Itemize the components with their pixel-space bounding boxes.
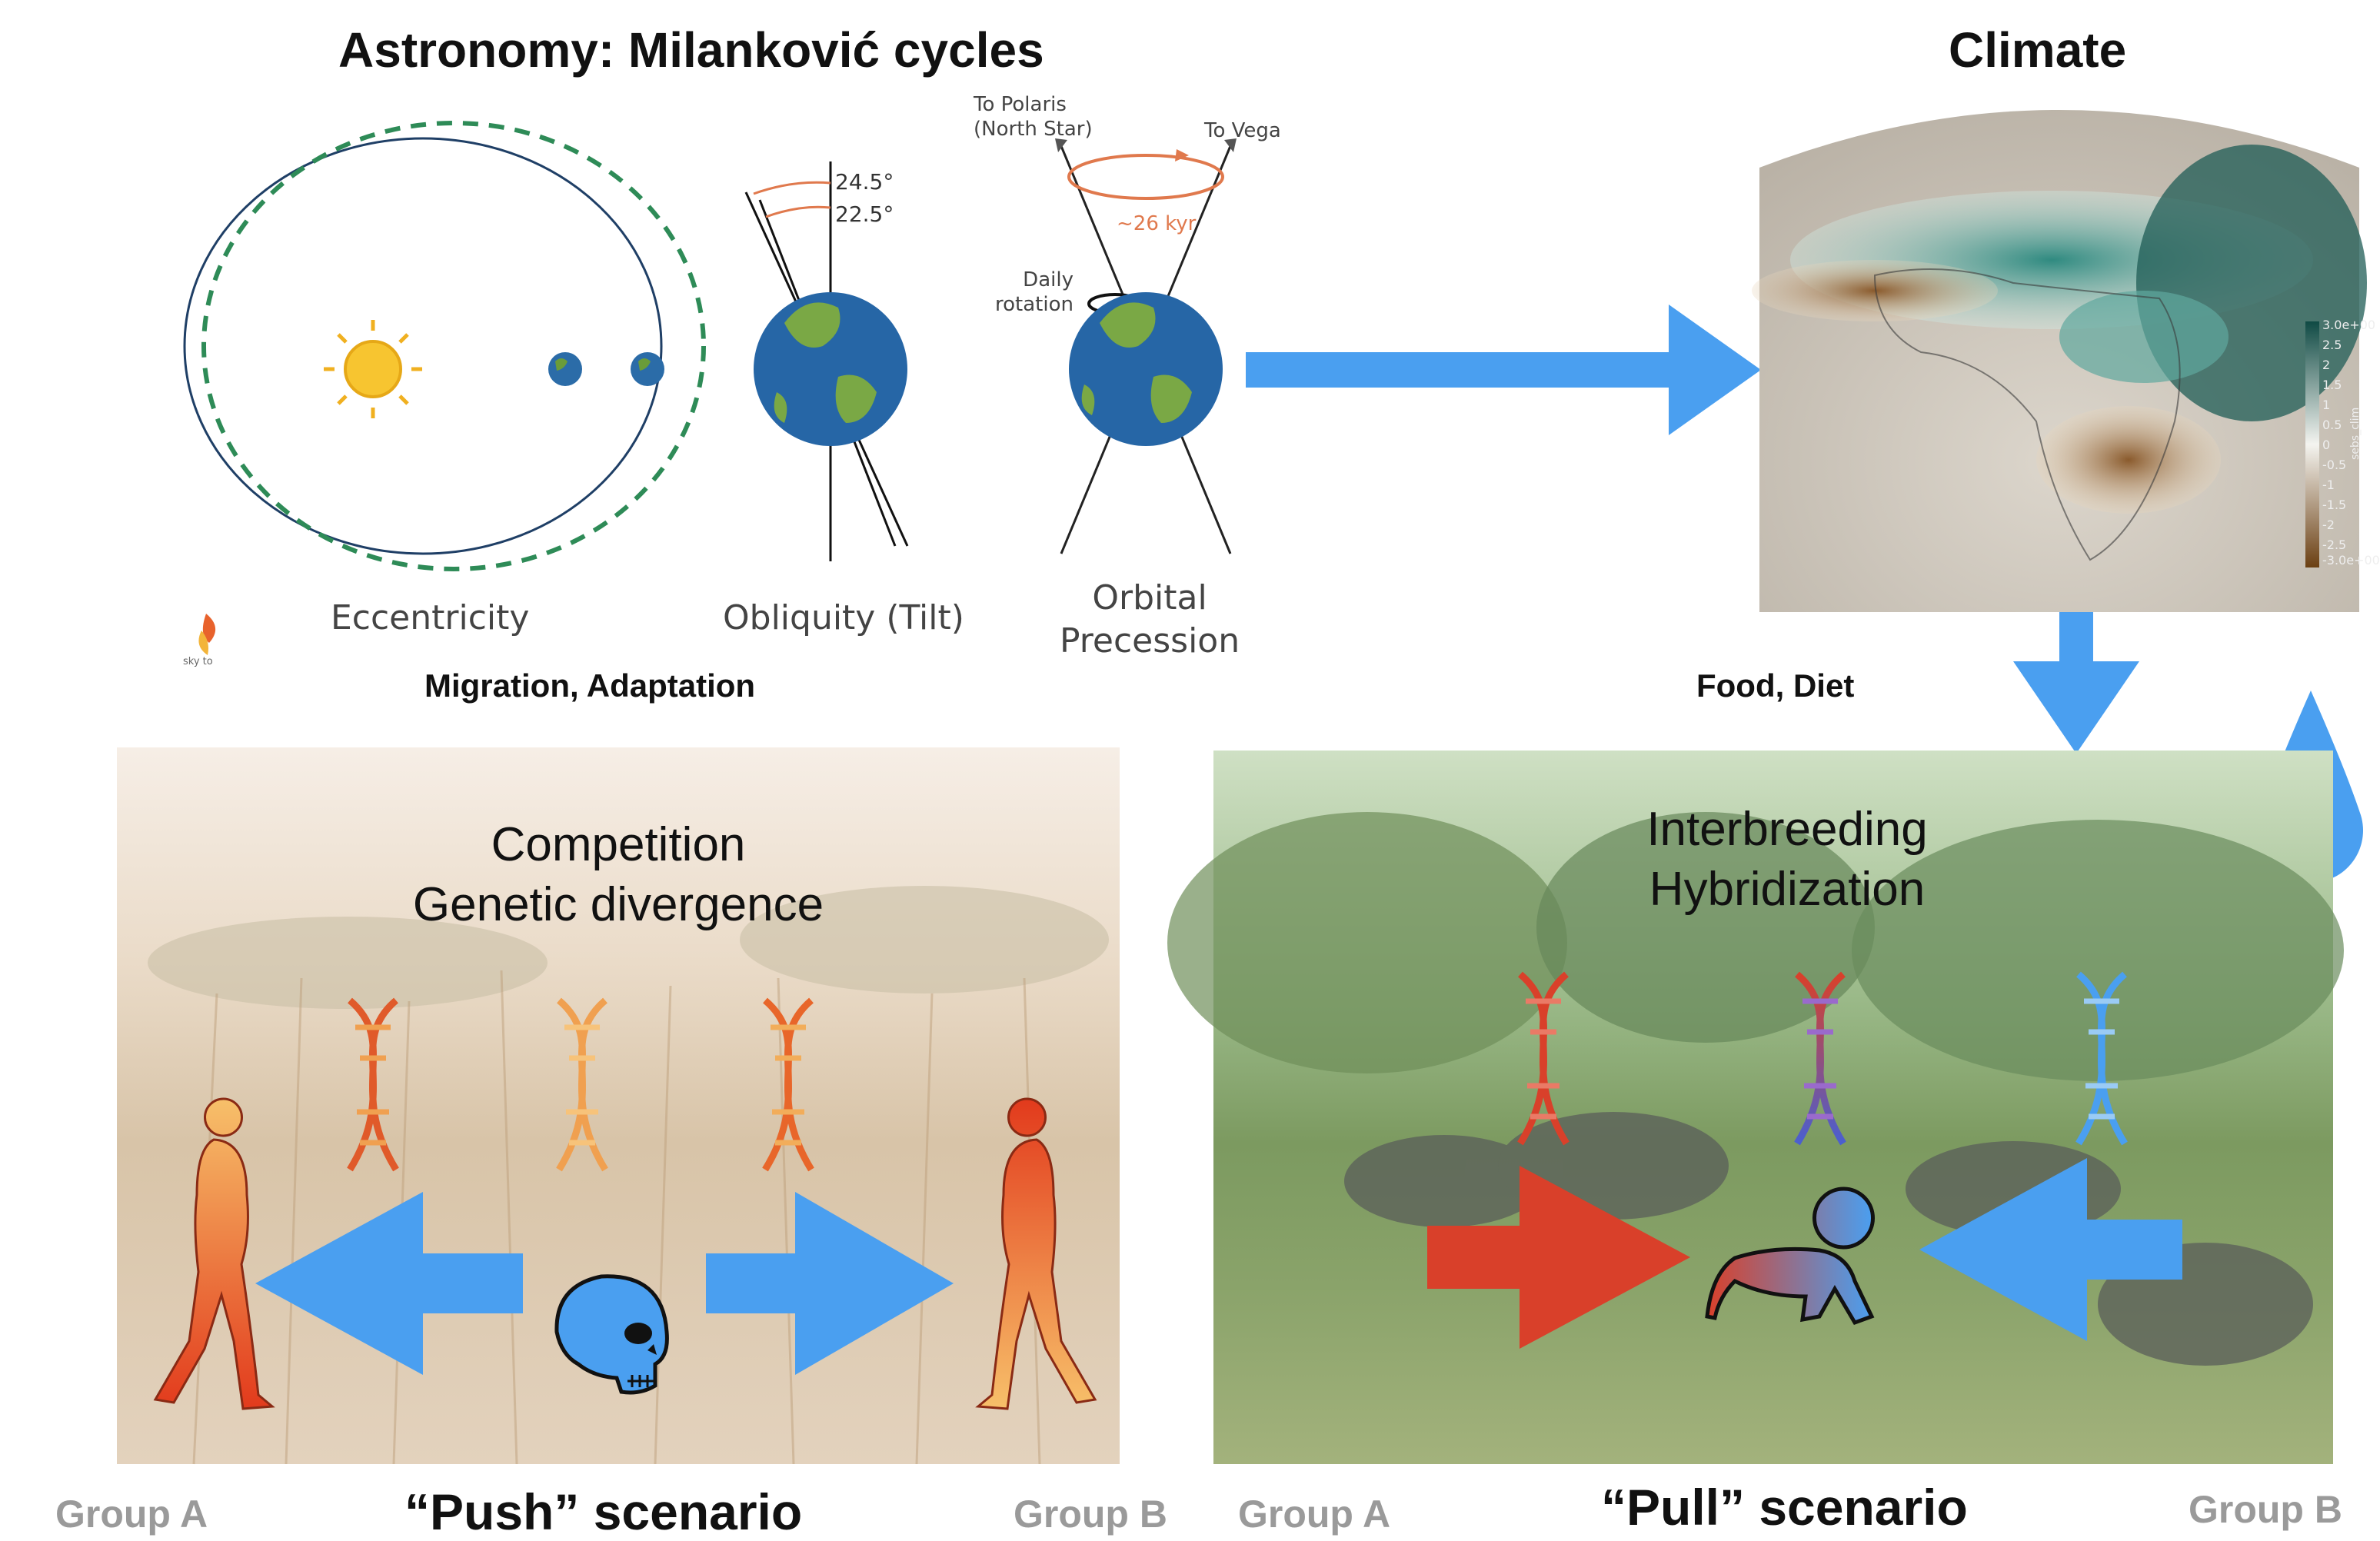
pull-scene-background [1167, 751, 2344, 1464]
precession-label: Orbital Precession [1060, 577, 1240, 663]
arrow-push-right [706, 1192, 954, 1375]
svg-text:sky to: sky to [183, 656, 213, 667]
skyto-logo: sky to [183, 614, 216, 667]
precession-line2: Precession [1060, 621, 1240, 661]
pull-scenario-title: “Pull” scenario [1601, 1479, 1968, 1536]
vega-label: To Vega [1204, 119, 1281, 142]
arrow-climate-down [2013, 612, 2139, 754]
baby-icon [1705, 1187, 1875, 1326]
arrow-astronomy-to-climate [1246, 305, 1761, 435]
legend-tick: 3.0e+00 [2322, 318, 2376, 332]
legend-tick: 0.5 [2322, 418, 2342, 432]
push-group-a-label: Group A [55, 1493, 208, 1536]
dna-icon [556, 997, 608, 1172]
eccentricity-diagram [183, 121, 706, 571]
legend-tick: 1 [2322, 398, 2331, 412]
angle-high-label: 24.5° [835, 169, 894, 195]
daily-line1: Daily [1023, 268, 1073, 291]
eccentricity-label: Eccentricity [331, 598, 530, 637]
dna-icon [1794, 971, 1846, 1146]
sun-icon [324, 320, 422, 418]
earth-icon-precession [1069, 292, 1223, 446]
dna-icon [762, 997, 814, 1172]
woman-figure-group-b [975, 1097, 1097, 1410]
precession-diagram [1055, 138, 1237, 554]
arrow-pull-red [1427, 1166, 1690, 1349]
push-scenario-title: “Push” scenario [404, 1483, 803, 1540]
legend-tick: 2 [2322, 358, 2331, 372]
pull-group-a-label: Group A [1238, 1493, 1391, 1536]
climate-legend-ticks: 3.0e+00 2.5 2 1.5 1 0.5 0 -0.5 -1 -1.5 -… [2322, 318, 2380, 567]
daily-rotation-label: Daily rotation [995, 268, 1073, 317]
daily-line2: rotation [995, 293, 1073, 316]
push-group-b-label: Group B [1014, 1493, 1167, 1536]
pull-group-b-label: Group B [2189, 1488, 2342, 1531]
divergence-label: Genetic divergence [412, 878, 824, 931]
earth-icon-perihelion [548, 352, 582, 386]
legend-tick: 2.5 [2322, 338, 2342, 352]
climate-title: Climate [1949, 22, 2127, 78]
pull-text-block: Interbreeding Hybridization [1556, 800, 2018, 920]
push-text-block: Competition Genetic divergence [388, 815, 849, 935]
angle-arc-high [753, 181, 831, 195]
obliquity-label: Obliquity (Tilt) [723, 598, 964, 637]
polaris-label: To Polaris (North Star) [974, 92, 1093, 141]
competition-label: Competition [491, 818, 746, 871]
legend-tick: -1 [2322, 478, 2335, 492]
woman-figure-group-a [153, 1097, 275, 1410]
food-label: Food, Diet [1696, 667, 1855, 704]
arrow-push-left [255, 1192, 523, 1375]
hybridization-label: Hybridization [1649, 863, 1926, 916]
period-label: ~26 kyr [1117, 212, 1197, 235]
obliquity-diagram [744, 161, 909, 561]
polaris-line2: (North Star) [974, 118, 1093, 141]
dna-icon [2075, 971, 2128, 1146]
climate-globe-map: 3.0e+00 2.5 2 1.5 1 0.5 0 -0.5 -1 -1.5 -… [1752, 98, 2380, 612]
legend-tick: -3.0e+00 [2322, 553, 2380, 567]
legend-tick: 1.5 [2322, 378, 2342, 392]
africa-outline [1873, 268, 2181, 561]
astronomy-title: Astronomy: Milanković cycles [338, 22, 1044, 78]
angle-low-label: 22.5° [835, 201, 894, 227]
legend-tick: -2.5 [2322, 538, 2347, 552]
interbreeding-label: Interbreeding [1646, 803, 1928, 856]
migration-label: Migration, Adaptation [424, 667, 756, 704]
precession-ring [1067, 154, 1224, 200]
skull-icon [554, 1274, 669, 1395]
dna-icon [347, 997, 399, 1172]
earth-icon-aphelion [631, 352, 664, 386]
earth-icon-obliquity [754, 292, 907, 446]
climate-legend-bar [2305, 321, 2319, 567]
legend-tick: 0 [2322, 438, 2331, 452]
climate-legend-label: sebs_clim [2349, 407, 2362, 460]
dna-icon [1517, 971, 1569, 1146]
orbit-ellipse [183, 137, 663, 555]
legend-tick: -0.5 [2322, 458, 2347, 472]
legend-tick: -1.5 [2322, 498, 2347, 512]
angle-arc-low [765, 205, 831, 218]
legend-tick: -2 [2322, 518, 2335, 532]
precession-line1: Orbital [1092, 578, 1207, 617]
arrow-pull-blue [1919, 1158, 2182, 1341]
polaris-line1: To Polaris [974, 93, 1067, 116]
orbit-circle-dashed [201, 121, 706, 571]
